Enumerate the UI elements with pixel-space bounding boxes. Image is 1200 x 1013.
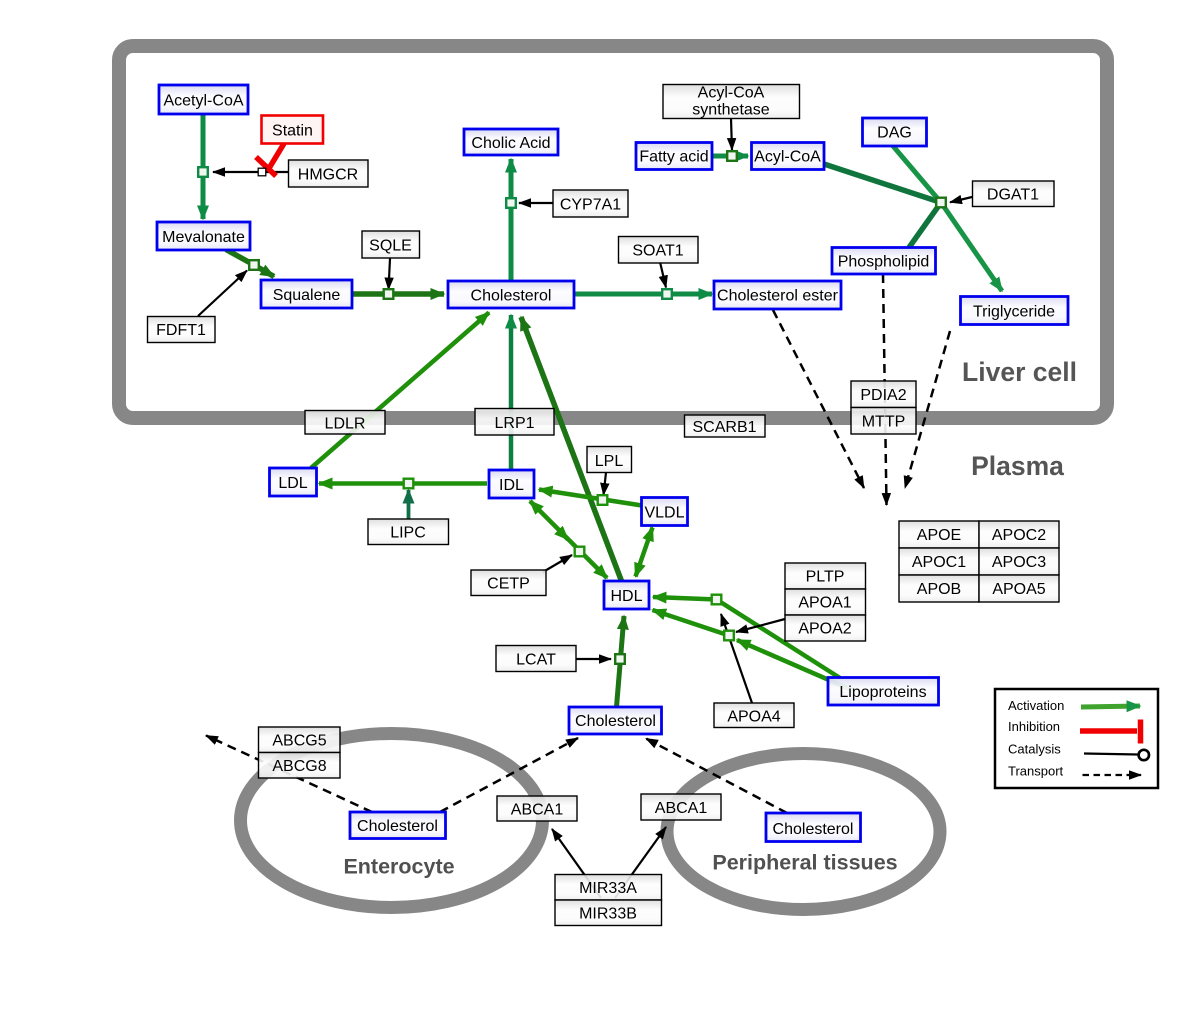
svg-text:PDIA2: PDIA2 bbox=[860, 387, 906, 404]
svg-text:Liver cell: Liver cell bbox=[962, 357, 1077, 387]
svg-text:MTTP: MTTP bbox=[862, 414, 906, 431]
svg-text:Cholesterol: Cholesterol bbox=[575, 713, 656, 730]
svg-text:Transport: Transport bbox=[1008, 764, 1064, 779]
svg-text:Squalene: Squalene bbox=[273, 287, 341, 304]
svg-text:LRP1: LRP1 bbox=[494, 415, 534, 432]
svg-text:ABCA1: ABCA1 bbox=[655, 800, 708, 817]
svg-text:APOC3: APOC3 bbox=[992, 554, 1046, 571]
svg-text:Fatty acid: Fatty acid bbox=[639, 149, 708, 166]
svg-text:SOAT1: SOAT1 bbox=[632, 243, 683, 260]
svg-text:ABCG8: ABCG8 bbox=[272, 758, 326, 775]
svg-text:MIR33A: MIR33A bbox=[579, 880, 637, 897]
svg-text:CYP7A1: CYP7A1 bbox=[560, 197, 621, 214]
svg-text:VLDL: VLDL bbox=[644, 505, 684, 522]
svg-text:LIPC: LIPC bbox=[390, 525, 426, 542]
svg-text:ABCG5: ABCG5 bbox=[272, 733, 326, 750]
svg-text:LPL: LPL bbox=[595, 453, 624, 470]
svg-text:APOC2: APOC2 bbox=[992, 527, 1046, 544]
svg-text:LCAT: LCAT bbox=[516, 652, 556, 669]
svg-text:MIR33B: MIR33B bbox=[579, 906, 637, 923]
svg-text:Cholesterol: Cholesterol bbox=[471, 288, 552, 305]
svg-text:SCARB1: SCARB1 bbox=[692, 419, 756, 436]
svg-text:Acyl-CoA: Acyl-CoA bbox=[698, 85, 765, 102]
svg-text:Statin: Statin bbox=[272, 123, 313, 140]
svg-text:Catalysis: Catalysis bbox=[1008, 742, 1061, 757]
svg-text:Inhibition: Inhibition bbox=[1008, 719, 1060, 734]
svg-text:SQLE: SQLE bbox=[369, 238, 412, 255]
svg-text:Acetyl-CoA: Acetyl-CoA bbox=[163, 93, 243, 110]
svg-text:CETP: CETP bbox=[487, 576, 530, 593]
svg-text:Cholesterol: Cholesterol bbox=[773, 821, 854, 838]
svg-text:LDL: LDL bbox=[278, 475, 307, 492]
svg-text:APOA1: APOA1 bbox=[798, 595, 851, 612]
svg-text:APOE: APOE bbox=[917, 527, 961, 544]
svg-text:IDL: IDL bbox=[499, 477, 524, 494]
svg-text:APOA5: APOA5 bbox=[992, 581, 1045, 598]
svg-text:Lipoproteins: Lipoproteins bbox=[839, 684, 926, 701]
svg-text:DGAT1: DGAT1 bbox=[987, 187, 1039, 204]
svg-text:PLTP: PLTP bbox=[806, 569, 845, 586]
svg-text:Triglyceride: Triglyceride bbox=[973, 304, 1055, 321]
svg-text:Acyl-CoA: Acyl-CoA bbox=[754, 149, 821, 166]
svg-text:Cholic Acid: Cholic Acid bbox=[471, 135, 550, 152]
svg-text:Mevalonate: Mevalonate bbox=[162, 229, 245, 246]
svg-text:LDLR: LDLR bbox=[325, 416, 366, 433]
svg-text:synthetase: synthetase bbox=[692, 102, 769, 119]
svg-text:HMGCR: HMGCR bbox=[298, 167, 358, 184]
svg-text:Activation: Activation bbox=[1008, 698, 1064, 713]
svg-text:DAG: DAG bbox=[877, 125, 912, 142]
svg-text:APOA2: APOA2 bbox=[798, 621, 851, 638]
svg-text:FDFT1: FDFT1 bbox=[156, 322, 206, 339]
svg-text:Phospholipid: Phospholipid bbox=[838, 254, 930, 271]
svg-text:APOC1: APOC1 bbox=[912, 554, 966, 571]
svg-text:APOB: APOB bbox=[917, 581, 961, 598]
svg-text:HDL: HDL bbox=[610, 588, 642, 605]
svg-text:Cholesterol ester: Cholesterol ester bbox=[717, 288, 839, 305]
svg-text:Cholesterol: Cholesterol bbox=[357, 818, 438, 835]
svg-text:Peripheral tissues: Peripheral tissues bbox=[712, 851, 897, 875]
svg-text:ABCA1: ABCA1 bbox=[511, 802, 564, 819]
svg-text:Plasma: Plasma bbox=[971, 451, 1064, 481]
svg-text:Enterocyte: Enterocyte bbox=[343, 855, 454, 879]
svg-text:APOA4: APOA4 bbox=[727, 709, 780, 726]
